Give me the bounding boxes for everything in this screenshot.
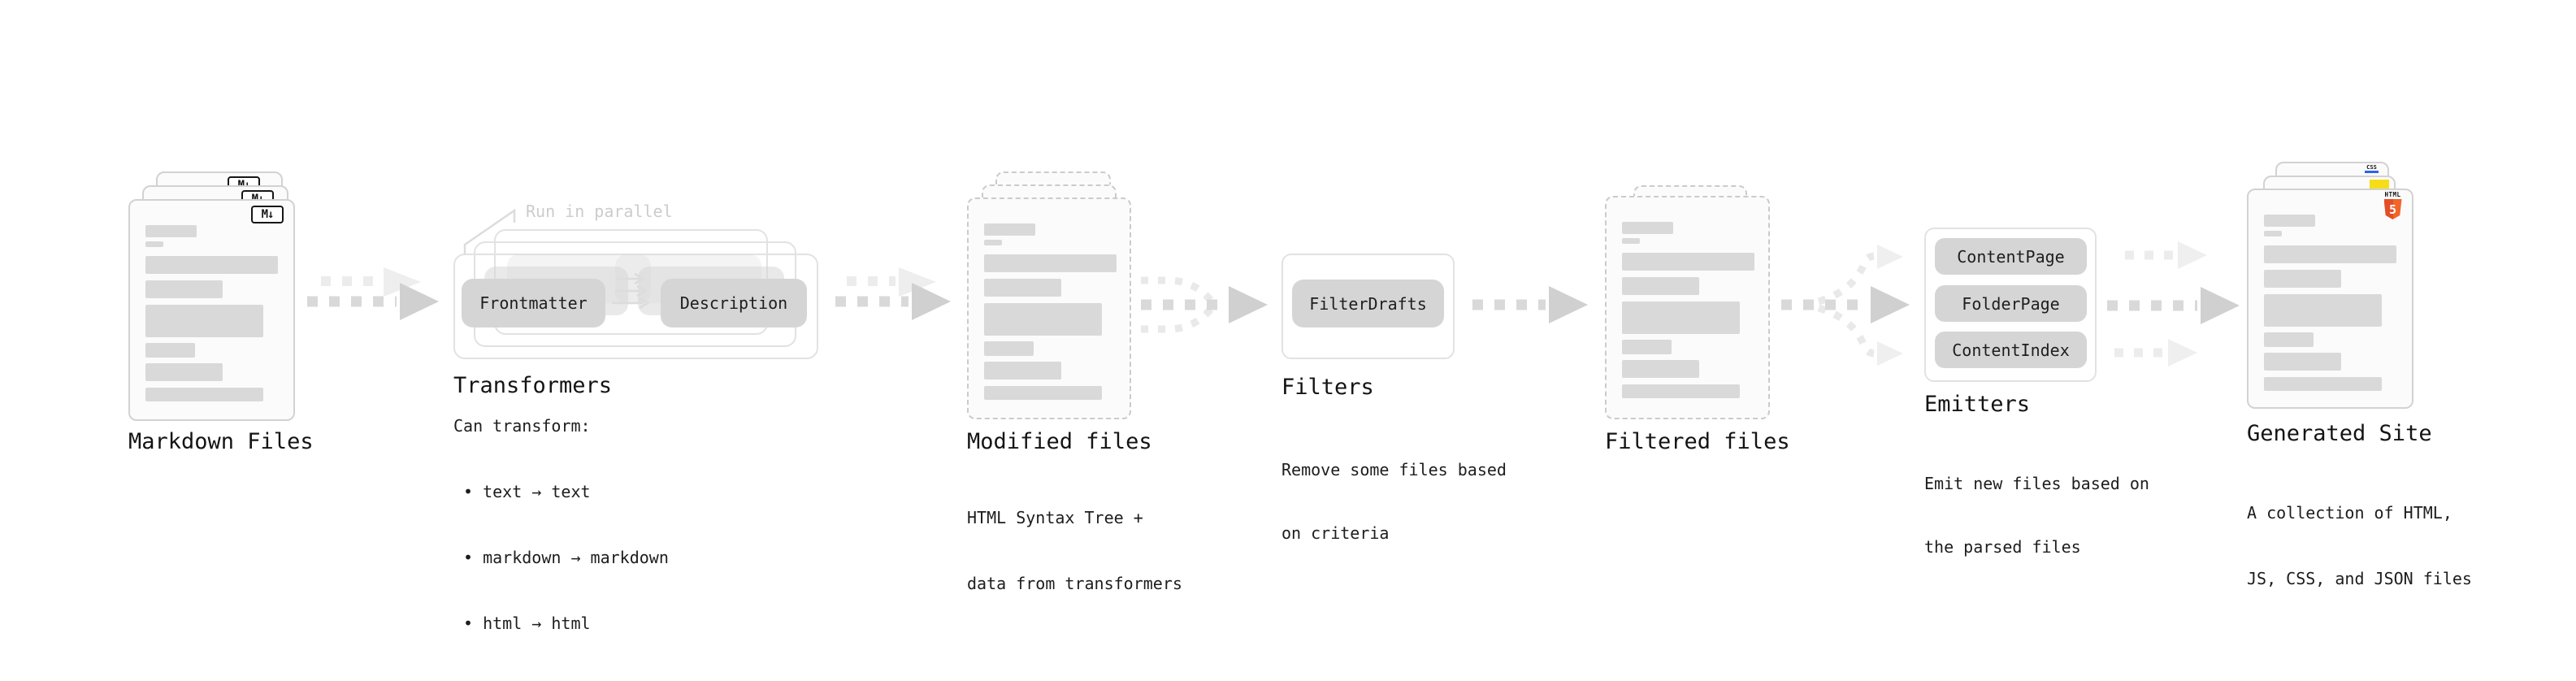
doc-placeholder-line <box>1622 340 1672 354</box>
doc-placeholder-line <box>1622 222 1673 234</box>
doc-placeholder-line <box>2264 215 2315 227</box>
doc-placeholder-line <box>2264 353 2341 371</box>
modified-doc-front <box>967 197 1131 419</box>
modified-files-label: Modified files <box>967 429 1152 454</box>
modified-files-subtitle: HTML Syntax Tree + data from transformer… <box>967 508 1182 593</box>
bullet-html-to-html: • html → html <box>463 614 591 633</box>
run-in-parallel-note: Run in parallel <box>526 202 673 221</box>
filterdrafts-box: FilterDrafts <box>1292 280 1444 327</box>
arrow-modified-to-filters-fan-in <box>1141 276 1268 333</box>
generated-doc-front <box>2247 189 2413 409</box>
doc-placeholder-line <box>984 386 1102 400</box>
transformer-frame-front <box>453 254 818 359</box>
bullet-markdown-to-markdown: • markdown → markdown <box>463 548 669 567</box>
doc-placeholder-line <box>2264 377 2382 391</box>
doc-placeholder-line <box>1622 301 1740 334</box>
doc-placeholder-line <box>145 363 223 381</box>
html5-icon: HTML 5 <box>2382 192 2404 223</box>
contentpage-box: ContentPage <box>1935 238 2087 275</box>
transformers-label: Transformers <box>453 373 613 398</box>
doc-placeholder-line <box>2264 231 2282 236</box>
doc-placeholder-line <box>984 240 1002 245</box>
doc-placeholder-line <box>984 279 1061 297</box>
doc-placeholder-line <box>1622 360 1699 378</box>
folderpage-box: FolderPage <box>1935 285 2087 322</box>
doc-placeholder-line <box>1622 384 1740 398</box>
bullet-text-to-text: • text → text <box>463 482 591 501</box>
doc-placeholder-line <box>984 303 1102 336</box>
doc-placeholder-line <box>145 343 195 358</box>
filters-label: Filters <box>1281 375 1374 400</box>
can-transform-heading: Can transform: <box>453 416 591 436</box>
description-box: Description <box>661 279 807 327</box>
arrow-markdown-to-transformers <box>307 267 439 320</box>
arrow-emitters-to-generated <box>2107 241 2240 367</box>
transformers-bullets: • text → text • markdown → markdown • ht… <box>463 437 669 679</box>
doc-placeholder-line <box>2264 332 2314 347</box>
generated-site-subtitle: A collection of HTML, JS, CSS, and JSON … <box>2247 503 2472 588</box>
markdown-doc-front <box>128 199 295 421</box>
doc-placeholder-line <box>1622 253 1754 271</box>
doc-placeholder-line <box>145 305 263 337</box>
emitters-subtitle: Emit new files based on the parsed files <box>1924 474 2149 557</box>
doc-placeholder-line <box>2264 294 2382 327</box>
doc-placeholder-line <box>145 225 197 237</box>
doc-placeholder-line <box>1622 238 1640 244</box>
doc-placeholder-line <box>145 256 278 274</box>
doc-placeholder-line <box>145 388 263 401</box>
emitters-label: Emitters <box>1924 392 2031 417</box>
doc-placeholder-line <box>145 280 223 298</box>
doc-placeholder-line <box>984 254 1117 272</box>
arrow-filtered-to-emitters-fan-out <box>1781 245 1910 366</box>
arrow-filters-to-filtered <box>1472 286 1588 323</box>
doc-placeholder-line <box>1622 277 1699 295</box>
doc-placeholder-line <box>984 362 1061 380</box>
css-icon: CSS <box>2364 165 2379 173</box>
contentindex-box: ContentIndex <box>1935 332 2087 368</box>
filters-subtitle: Remove some files based on criteria <box>1281 460 1507 543</box>
frontmatter-box: Frontmatter <box>462 279 605 327</box>
filtered-files-label: Filtered files <box>1605 429 1790 454</box>
doc-placeholder-line <box>2264 270 2341 288</box>
markdown-files-label: Markdown Files <box>128 429 314 454</box>
doc-placeholder-line <box>984 341 1034 356</box>
generated-site-label: Generated Site <box>2247 421 2432 446</box>
markdown-icon: M↓ <box>251 206 284 223</box>
doc-placeholder-line <box>984 223 1035 236</box>
arrow-transformers-to-modified <box>835 267 951 320</box>
doc-placeholder-line <box>2264 245 2396 263</box>
doc-placeholder-line <box>145 241 163 247</box>
filtered-doc-front <box>1605 196 1770 419</box>
js-icon <box>2370 180 2389 189</box>
